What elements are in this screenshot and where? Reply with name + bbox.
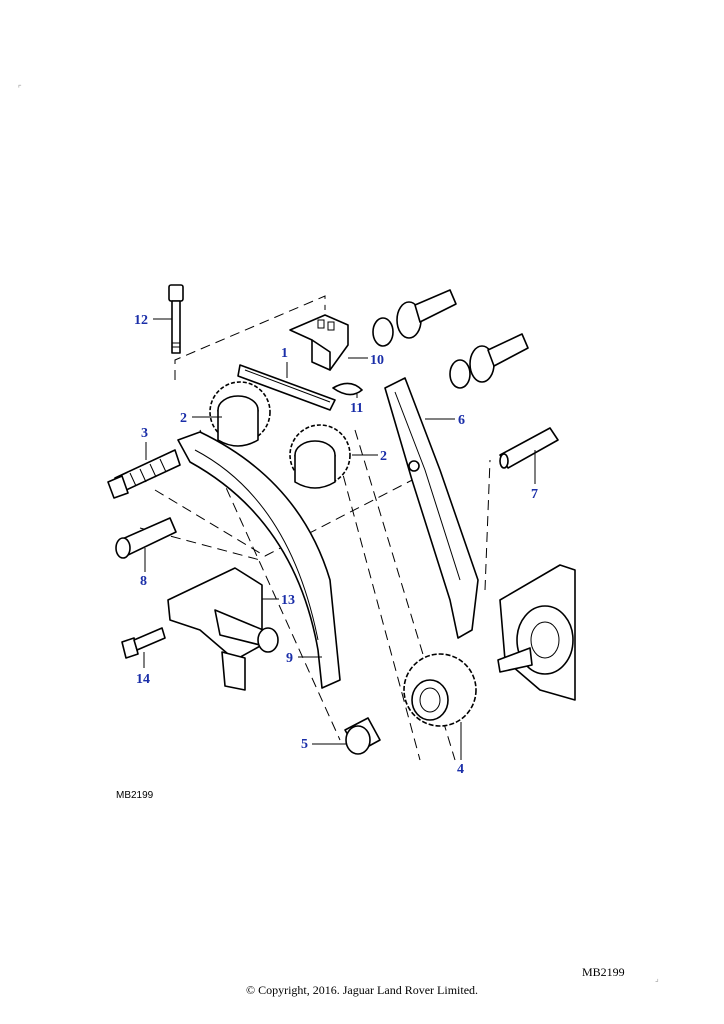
svg-text:13: 13 xyxy=(281,593,295,608)
callout-5: 5 xyxy=(301,737,346,752)
part-14-bolt xyxy=(121,627,166,659)
callout-9: 9 xyxy=(286,651,322,666)
svg-text:2: 2 xyxy=(180,411,187,426)
part-7-pin xyxy=(499,427,559,469)
callout-12: 12 xyxy=(134,313,172,328)
part-2-sprocket-right xyxy=(289,424,351,489)
part-11-clip xyxy=(332,382,363,396)
callout-2b: 2 xyxy=(352,449,387,464)
svg-text:10: 10 xyxy=(370,353,384,368)
pump-assembly xyxy=(497,564,576,701)
svg-text:2: 2 xyxy=(380,449,387,464)
copyright-notice: © Copyright, 2016. Jaguar Land Rover Lim… xyxy=(245,983,479,997)
svg-text:11: 11 xyxy=(350,401,363,416)
callout-14: 14 xyxy=(136,652,150,687)
corner-mark-top: ⌜ xyxy=(18,84,22,93)
part-9-chain-guide xyxy=(177,431,341,689)
part-6-tensioner-arm xyxy=(384,377,479,639)
part-4-crank-sprocket xyxy=(403,653,477,727)
callout-6: 6 xyxy=(425,413,465,428)
part-2-sprocket-left xyxy=(209,381,271,447)
diagram-figure-ref: MB2199 xyxy=(116,790,154,801)
callout-4: 4 xyxy=(457,722,464,777)
corner-mark-bottom: ⌟ xyxy=(655,974,659,983)
callout-1: 1 xyxy=(281,346,288,378)
svg-text:14: 14 xyxy=(136,672,150,687)
part-5-bush xyxy=(344,717,381,755)
svg-text:1: 1 xyxy=(281,346,288,361)
part-1-timing-chain xyxy=(237,364,336,411)
camshaft-upper xyxy=(372,289,457,347)
svg-text:9: 9 xyxy=(286,651,293,666)
svg-text:12: 12 xyxy=(134,313,148,328)
svg-text:8: 8 xyxy=(140,574,147,589)
camshaft-lower xyxy=(449,333,529,389)
footer-figure-ref: MB2199 xyxy=(582,965,625,979)
callout-7: 7 xyxy=(531,450,538,502)
callout-8: 8 xyxy=(140,548,147,589)
svg-text:6: 6 xyxy=(458,413,465,428)
svg-text:4: 4 xyxy=(457,762,464,777)
callout-10: 10 xyxy=(348,353,384,368)
part-13-tensioner xyxy=(167,567,279,691)
part-3-tensioner-bolt xyxy=(107,449,181,499)
callout-2a: 2 xyxy=(180,411,222,426)
svg-text:7: 7 xyxy=(531,487,538,502)
callout-3: 3 xyxy=(141,426,148,460)
svg-text:5: 5 xyxy=(301,737,308,752)
callout-11: 11 xyxy=(350,394,363,416)
part-12-bolt xyxy=(168,284,184,354)
svg-text:3: 3 xyxy=(141,426,148,441)
callout-13: 13 xyxy=(262,593,295,608)
part-10-chain-guide xyxy=(289,314,349,371)
part-8-dowel xyxy=(115,517,177,559)
